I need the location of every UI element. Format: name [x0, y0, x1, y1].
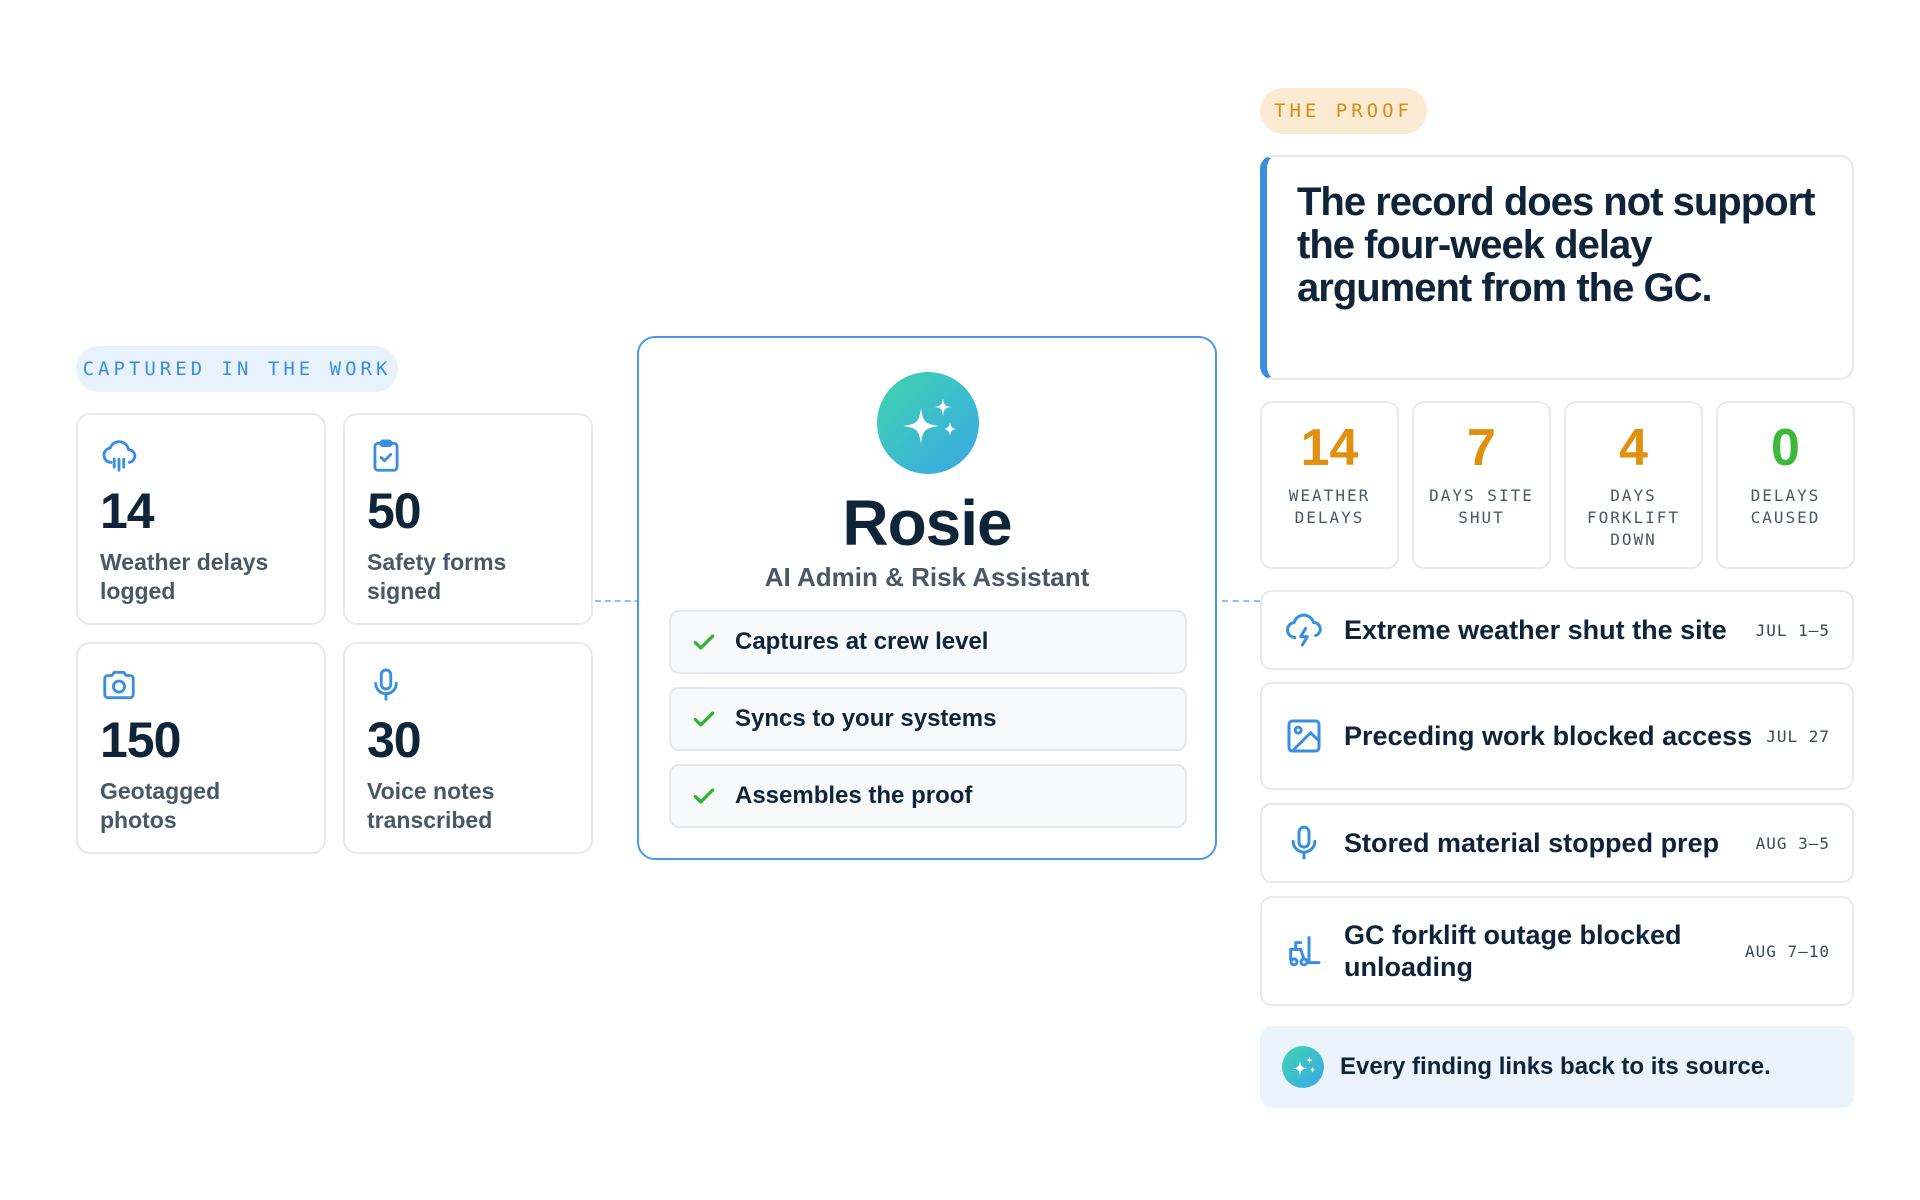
clipboard-check-icon	[373, 439, 399, 472]
stat-label: Weather delays logged	[100, 549, 269, 604]
finding-row: Preceding work blocked access JUL 27	[1260, 682, 1854, 790]
footer-text: Every finding links back to its source.	[1340, 1053, 1771, 1080]
source-link-note: Every finding links back to its source.	[1260, 1026, 1854, 1108]
finding-row: Extreme weather shut the site JUL 1–5	[1260, 590, 1854, 670]
finding-text: Stored material stopped prep	[1344, 828, 1720, 858]
stat-value: 30	[367, 712, 422, 768]
microphone-icon	[374, 668, 398, 701]
rosie-assistant-card: Rosie AI Admin & Risk Assistant Captures…	[637, 336, 1217, 860]
stat-value: 150	[100, 712, 181, 768]
stat-card-voice-notes: 30 Voice notes transcribed	[343, 642, 593, 854]
proof-stat-value: 7	[1467, 419, 1496, 477]
feature-label: Assembles the proof	[735, 782, 973, 809]
finding-date: JUL 27	[1766, 726, 1830, 746]
stat-card-photos: 150 Geotagged photos	[76, 642, 326, 854]
proof-stat-days-site-shut: 7 DAYS SITE SHUT	[1412, 401, 1551, 569]
sparkle-icon	[903, 398, 956, 444]
finding-row: GC forklift outage blocked unloading AUG…	[1260, 896, 1854, 1006]
captured-label: CAPTURED IN THE WORK	[76, 346, 398, 392]
connector-right	[1190, 600, 1260, 602]
proof-stat-label: DELAYS CAUSED	[1750, 486, 1821, 527]
camera-icon	[103, 670, 135, 700]
proof-label: THE PROOF	[1260, 88, 1427, 134]
proof-stat-value: 4	[1619, 419, 1648, 477]
proof-stat-label: DAYS SITE SHUT	[1429, 486, 1534, 527]
proof-stat-delays-caused: 0 DELAYS CAUSED	[1716, 401, 1855, 569]
proof-stat-value: 0	[1771, 419, 1800, 477]
proof-stat-label: DAYS FORKLIFT DOWN	[1586, 486, 1681, 549]
sparkle-icon	[1292, 1056, 1315, 1076]
feature-row: Assembles the proof	[669, 764, 1187, 828]
assistant-subtitle: AI Admin & Risk Assistant	[764, 562, 1090, 592]
connector-left	[595, 600, 670, 602]
assistant-name: Rosie	[842, 487, 1012, 559]
stat-card-weather-delays: 14 Weather delays logged	[76, 413, 326, 625]
proof-quote: The record does not support the four-wee…	[1260, 155, 1854, 380]
feature-row: Captures at crew level	[669, 610, 1187, 674]
finding-text: Preceding work blocked access	[1344, 721, 1753, 751]
image-icon	[1287, 719, 1321, 753]
finding-text: Extreme weather shut the site	[1344, 615, 1727, 645]
proof-stat-weather-delays: 14 WEATHER DELAYS	[1260, 401, 1399, 569]
proof-stat-label: WEATHER DELAYS	[1288, 486, 1371, 527]
feature-row: Syncs to your systems	[669, 687, 1187, 751]
stat-card-safety-forms: 50 Safety forms signed	[343, 413, 593, 625]
stat-label: Safety forms signed	[367, 549, 507, 604]
stat-label: Geotagged photos	[100, 778, 221, 833]
stat-value: 50	[367, 483, 422, 539]
check-icon	[693, 788, 715, 804]
stat-label: Voice notes transcribed	[367, 778, 495, 833]
rosie-mini-logo	[1282, 1046, 1324, 1088]
rosie-logo	[877, 372, 979, 474]
proof-stat-days-forklift-down: 4 DAYS FORKLIFT DOWN	[1564, 401, 1703, 569]
microphone-icon	[1291, 825, 1317, 860]
finding-date: AUG 3–5	[1755, 833, 1830, 853]
check-icon	[693, 711, 715, 727]
check-icon	[693, 634, 715, 650]
finding-date: JUL 1–5	[1755, 620, 1830, 640]
cloud-rain-icon	[102, 440, 137, 472]
finding-date: AUG 7–10	[1744, 941, 1830, 961]
proof-stat-value: 14	[1300, 419, 1359, 477]
cloud-lightning-icon	[1286, 613, 1322, 647]
finding-row: Stored material stopped prep AUG 3–5	[1260, 803, 1854, 883]
forklift-icon	[1289, 936, 1321, 967]
stat-value: 14	[100, 483, 155, 539]
feature-label: Captures at crew level	[735, 628, 989, 655]
finding-text: GC forklift outage blocked unloading	[1344, 920, 1682, 982]
feature-label: Syncs to your systems	[735, 705, 997, 732]
